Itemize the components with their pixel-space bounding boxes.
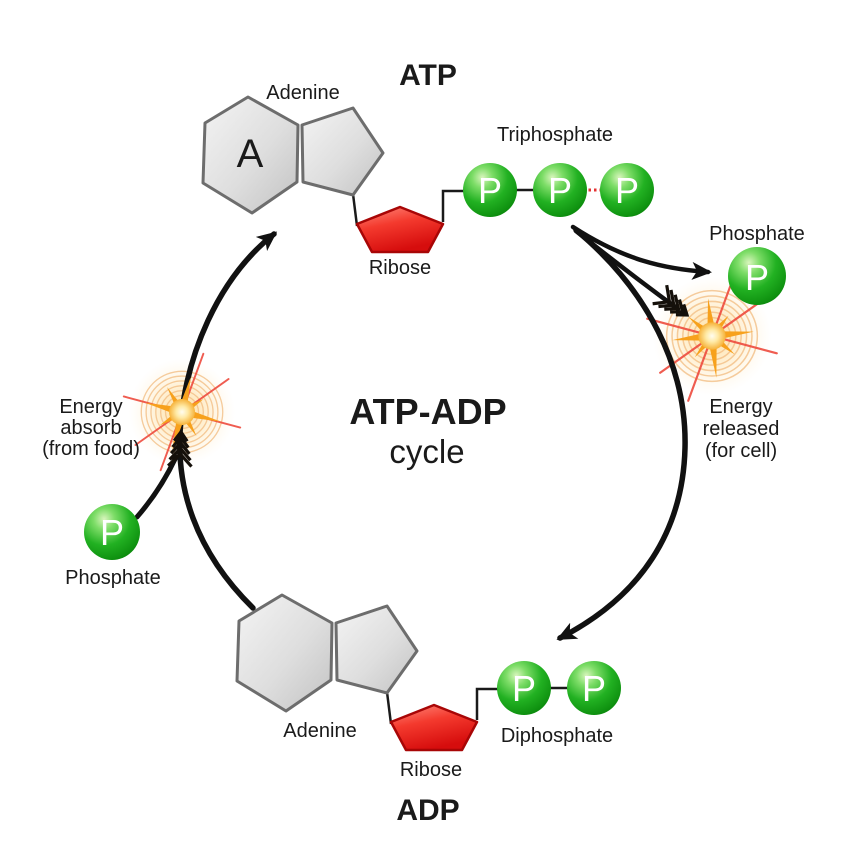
energy-absorb-line2: absorb <box>60 417 121 439</box>
p-symbol: P <box>745 257 769 298</box>
energy-absorb-line3: (from food) <box>42 438 140 460</box>
adenine-label-top: Adenine <box>266 82 339 104</box>
energy-released-caption: Energy released (for cell) <box>703 396 780 462</box>
arrow-phosphate-release <box>570 224 712 280</box>
energy-released-line3: (for cell) <box>705 440 777 462</box>
phosphate-label-right: Phosphate <box>709 223 805 245</box>
arrow-energy-release <box>573 228 681 312</box>
adenine-initial: A <box>237 132 264 176</box>
adenine-label-bottom: Adenine <box>283 720 356 742</box>
p-symbol: P <box>548 170 572 211</box>
cycle-title-line2: cycle <box>389 433 464 470</box>
atp-title: ATP <box>399 59 457 92</box>
bond-ribose-phosphate <box>441 189 466 222</box>
released-phosphate: P Phosphate <box>709 223 805 305</box>
phosphate-label-left: Phosphate <box>65 567 161 589</box>
phosphate-sphere <box>84 504 140 560</box>
adp-title: ADP <box>396 794 459 827</box>
p-symbol: P <box>478 170 502 211</box>
p-symbol: P <box>582 668 606 709</box>
triphosphate-label: Triphosphate <box>497 124 613 146</box>
ribose-label-bottom: Ribose <box>400 759 462 781</box>
diphosphate-label: Diphosphate <box>501 725 613 747</box>
phosphate-sphere <box>728 247 786 305</box>
atp-molecule: A P P P Adenine ATP Triphosphate Ribose <box>201 59 654 279</box>
p-symbol: P <box>615 170 639 211</box>
adp-molecule: P P Adenine Ribose Diphosphate ADP <box>235 593 621 827</box>
cycle-title: ATP-ADP cycle <box>349 391 506 470</box>
cycle-title-line1: ATP-ADP <box>349 391 506 432</box>
phosphate-sphere-1 <box>497 661 551 715</box>
absorbed-phosphate: P Phosphate <box>65 504 161 589</box>
phosphate-sphere-2 <box>533 163 587 217</box>
p-symbol: P <box>100 512 124 553</box>
ribose-label-top: Ribose <box>369 257 431 279</box>
p-symbol: P <box>512 668 536 709</box>
energy-absorb-line1: Energy <box>59 396 122 418</box>
energy-released-line2: released <box>703 418 780 440</box>
phosphate-sphere-1 <box>463 163 517 217</box>
energy-absorb-caption: Energy absorb (from food) <box>42 396 140 460</box>
energy-released-line1: Energy <box>709 396 772 418</box>
cycle-arrow-atp-to-adp <box>556 227 688 641</box>
bond-ribose-phosphate <box>475 687 500 720</box>
adp-adenine-ribose-shapes <box>235 593 479 752</box>
phosphate-sphere-3 <box>600 163 654 217</box>
phosphate-sphere-2 <box>567 661 621 715</box>
